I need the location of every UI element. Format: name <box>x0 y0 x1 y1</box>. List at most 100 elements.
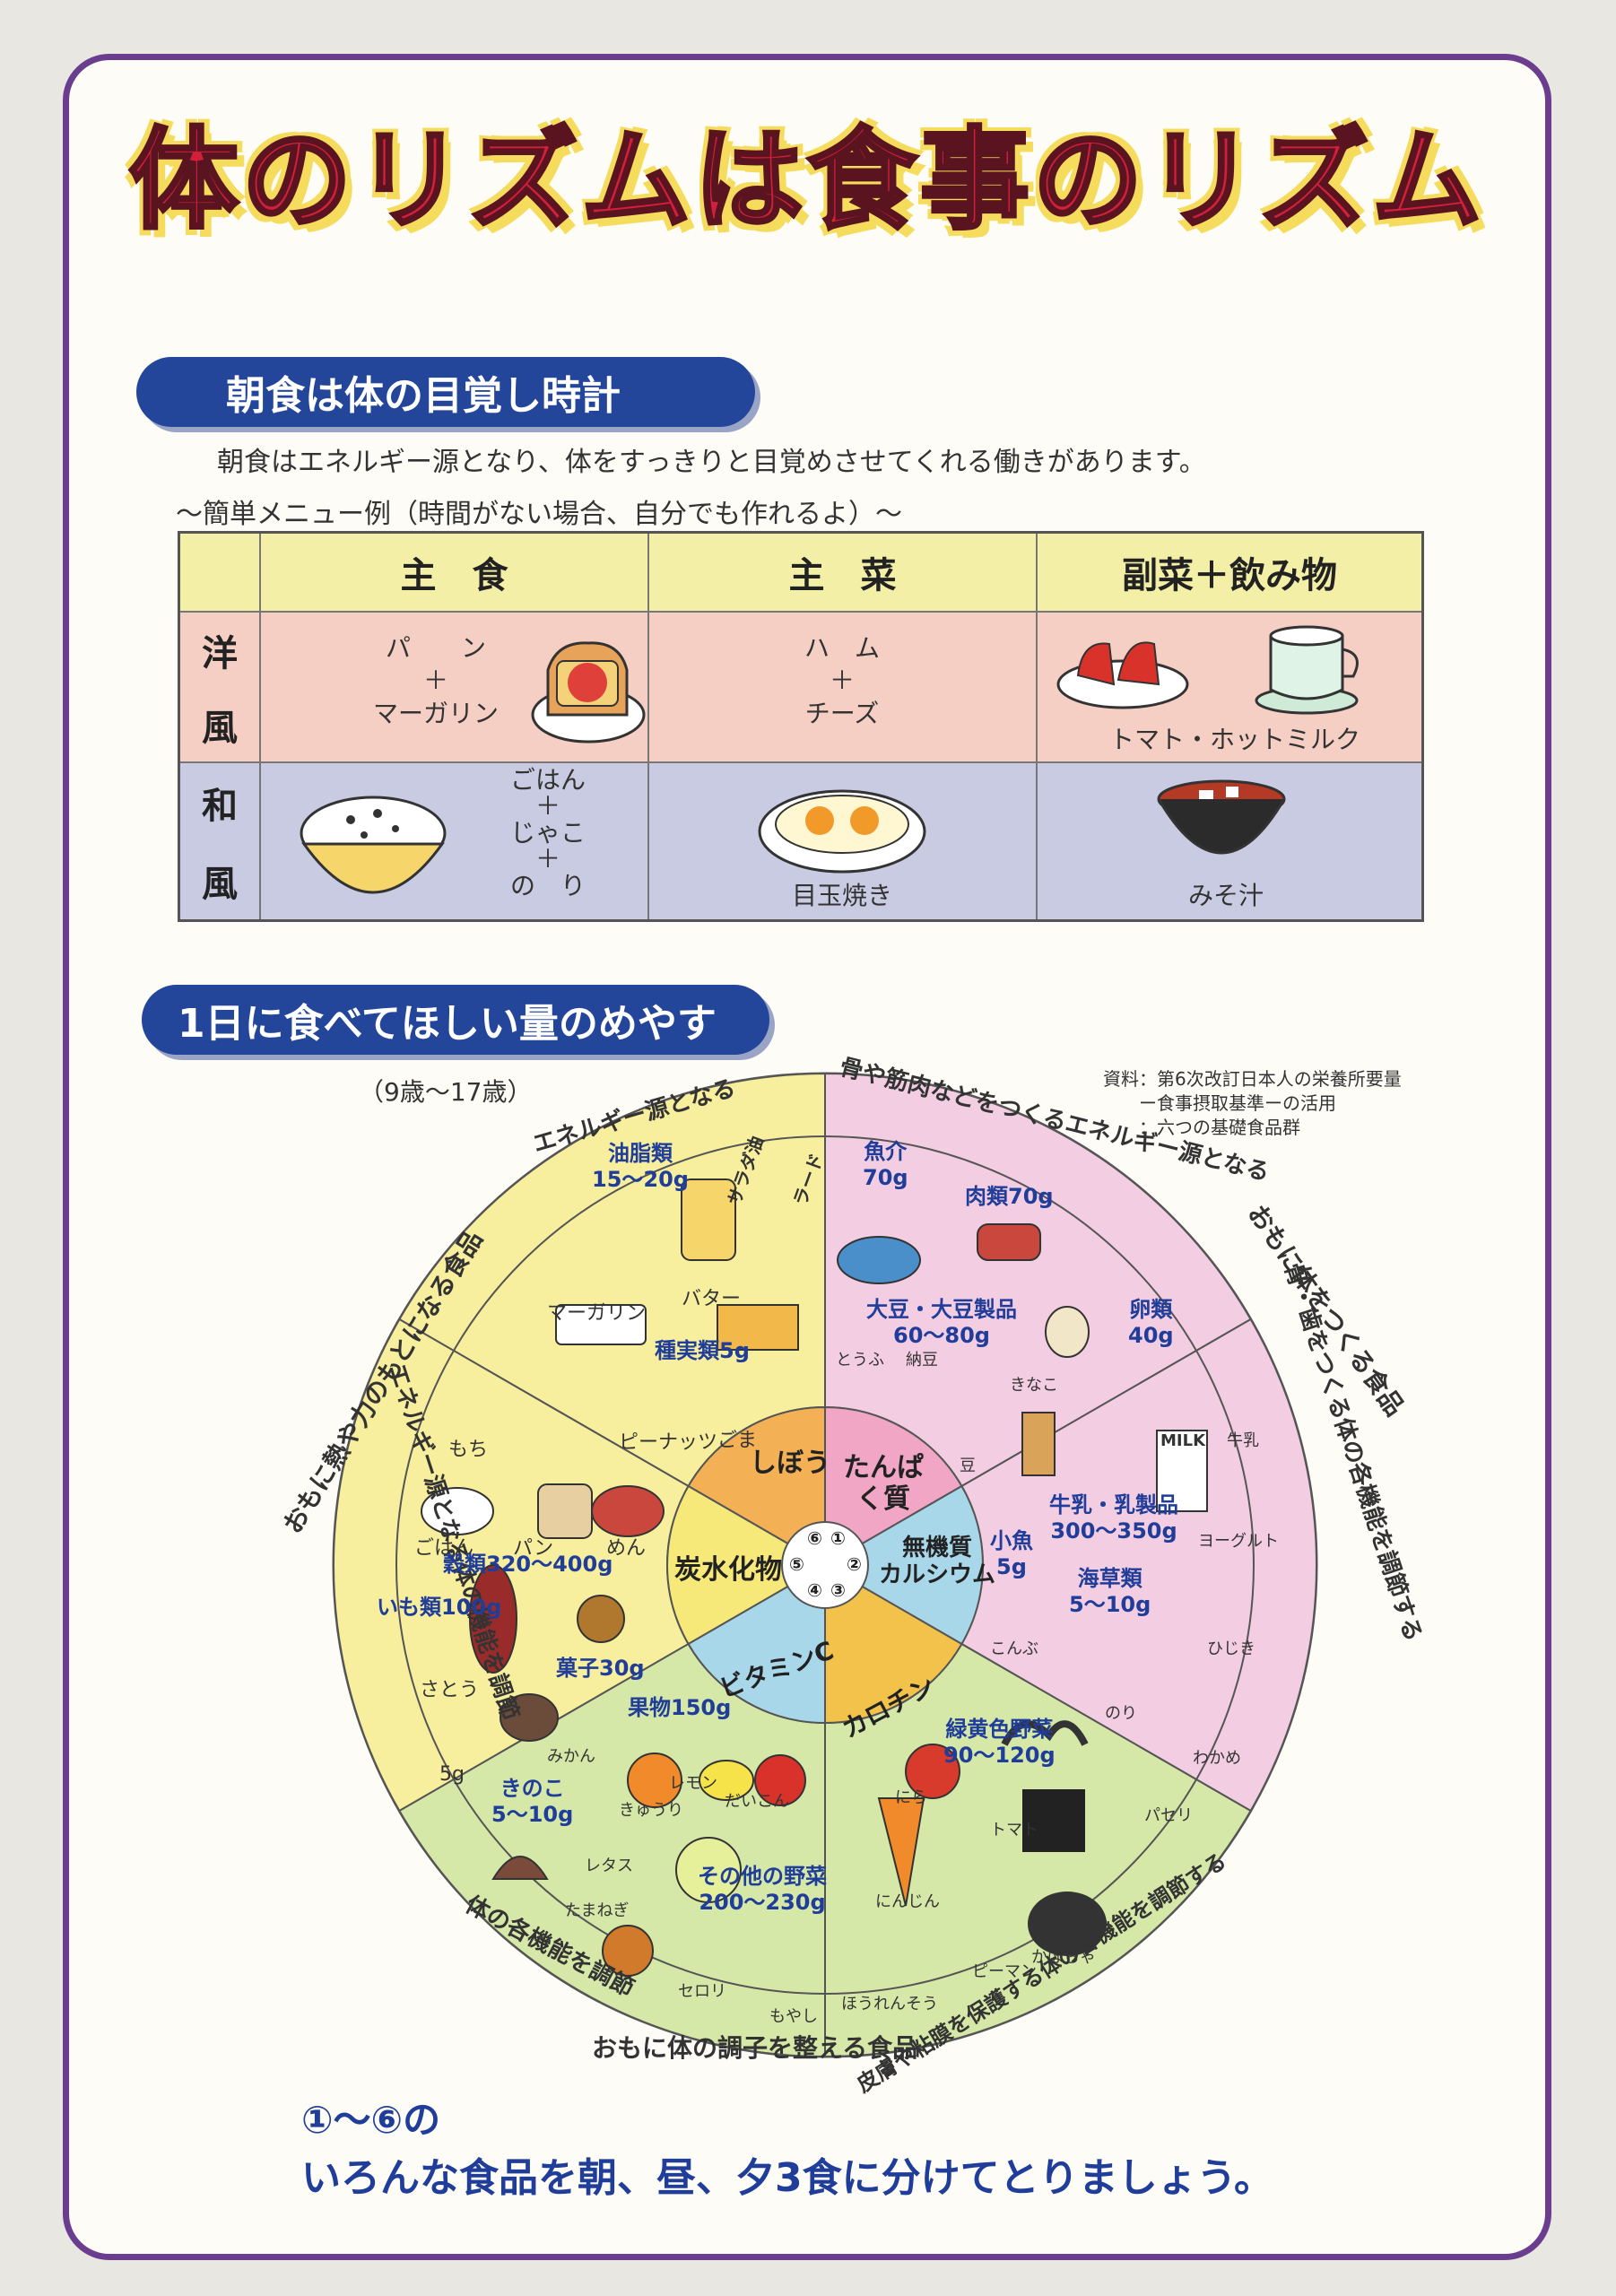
cell-western-main: ハ ム ＋ チーズ <box>649 613 1038 763</box>
label-other-veg: その他の野菜 200〜230g <box>698 1864 827 1915</box>
row-label-japanese-2: 風 <box>202 863 238 905</box>
japanese-main-text: 目玉焼き <box>791 881 892 910</box>
label-tofu: とうふ <box>836 1351 884 1370</box>
seaweed-icon <box>1001 1720 1089 1746</box>
cell-western-staple: パ ン ＋ マーガリン <box>261 613 649 763</box>
lemon-icon <box>699 1760 754 1801</box>
menu-table: 主 食 主 菜 副菜＋飲み物 洋 風 パ ン ＋ マーガリン ハ ム ＋ チーズ… <box>178 531 1424 922</box>
center-num-1: ① <box>830 1527 846 1549</box>
milk-cup-icon <box>1255 625 1359 715</box>
pumpkin-icon <box>1028 1892 1107 1956</box>
food-wheel <box>332 1072 1318 2058</box>
label-beans: 大豆・大豆製品 60〜80g <box>866 1297 1017 1348</box>
label-meat: 肉類70g <box>965 1184 1054 1209</box>
mikan-icon <box>627 1752 682 1808</box>
center-num-6: ⑥ <box>807 1527 822 1549</box>
meat-icon <box>977 1223 1041 1261</box>
breakfast-heading: 朝食は体の目覚し時計 <box>136 357 755 427</box>
label-carrot: にんじん <box>875 1892 940 1911</box>
label-potatoes: いも類100g <box>377 1595 502 1620</box>
center-num-5: ⑤ <box>789 1553 804 1575</box>
cell-japanese-main: 目玉焼き <box>649 763 1038 919</box>
footer-line-2: いろんな食品を朝、昼、夕3食に分けてとりましょう。 <box>301 2155 1273 2201</box>
label-sesame: ごま <box>717 1430 758 1452</box>
tomato-icon <box>1056 641 1189 709</box>
label-lemon: レモン <box>669 1774 717 1793</box>
sweets-icon <box>500 1693 559 1742</box>
lettuce-icon <box>675 1837 742 1903</box>
label-pumpkin: かぼちゃ <box>1031 1948 1096 1967</box>
label-sweets: 菓子30g <box>556 1656 645 1681</box>
tomato-veg-icon <box>905 1744 960 1799</box>
egg-icon <box>1045 1306 1090 1358</box>
rice-bowl-icon <box>300 796 447 894</box>
western-main-text: ハ ム ＋ チーズ <box>804 633 880 728</box>
label-sugar-amt: 5g <box>439 1763 465 1786</box>
row-label-western-1: 洋 <box>202 632 238 674</box>
table-corner <box>180 534 261 613</box>
butter-icon <box>717 1304 799 1351</box>
label-bean: 豆 <box>960 1457 976 1475</box>
source-note: 資料：第6次改訂日本人の栄養所要量 ー食事摂取基準ーの活用 ：六つの基礎食品群 <box>1103 1068 1402 1138</box>
label-cucumber: きゅうり <box>619 1801 683 1820</box>
label-butter: バター <box>682 1288 742 1310</box>
label-nuts: 種実類5g <box>655 1338 750 1363</box>
miso-soup-icon <box>1157 779 1286 855</box>
label-hijiki: ひじき <box>1207 1639 1255 1658</box>
label-dairy: 牛乳・乳製品 300〜350g <box>1049 1492 1178 1544</box>
cell-japanese-staple: ごはん ＋ じゃこ ＋ の り <box>261 763 649 919</box>
onion-icon <box>602 1925 654 1977</box>
label-nori: のり <box>1105 1704 1137 1723</box>
apple-icon <box>754 1754 806 1806</box>
mushroom-icon <box>491 1856 549 1880</box>
footer-line-1: ①〜⑥の <box>301 2098 441 2142</box>
label-chive: にら <box>895 1788 927 1807</box>
row-label-japanese-1: 和 <box>202 785 238 827</box>
salad-oil-icon <box>681 1178 736 1261</box>
center-mineral: 無機質 カルシウム <box>879 1535 996 1588</box>
label-pepper: ピーマン <box>972 1962 1037 1981</box>
label-wakame: わかめ <box>1193 1749 1241 1768</box>
sweet-potato-icon <box>469 1564 517 1674</box>
breakfast-description: 朝食はエネルギー源となり、体をすっきりと目覚めさせてくれる働きがあります。 <box>217 447 1206 478</box>
row-label-japanese: 和 風 <box>180 763 261 919</box>
center-protein: たんぱく質 <box>843 1452 924 1515</box>
label-margarine: マーガリン <box>547 1302 647 1325</box>
label-fruits: 果物150g <box>628 1695 732 1720</box>
row-label-western-2: 風 <box>202 707 238 749</box>
rice-icon <box>421 1487 494 1535</box>
fried-egg-icon <box>758 789 926 874</box>
sector-carb <box>332 1318 828 1813</box>
label-kombu: こんぶ <box>990 1639 1038 1658</box>
page-title: 体のリズムは食事のリズム <box>127 115 1485 246</box>
label-onion: たまねぎ <box>565 1901 630 1920</box>
label-bread: パン <box>513 1537 554 1560</box>
noodle-icon <box>591 1485 665 1537</box>
japanese-side-text: みそ汁 <box>1187 881 1264 910</box>
label-oils: 油脂類 15〜20g <box>592 1141 689 1192</box>
center-fat: しぼう <box>750 1448 830 1479</box>
label-parsley: パセリ <box>1144 1806 1193 1825</box>
label-mushrooms: きのこ 5〜10g <box>491 1776 574 1827</box>
bread-icon <box>537 1483 593 1539</box>
sector-vitc <box>398 1563 826 2058</box>
label-noodles: めん <box>606 1537 647 1560</box>
col-header-staple: 主 食 <box>261 534 649 613</box>
center-num-2: ② <box>847 1553 862 1575</box>
daily-heading: 1日に食べてほしい量のめやす <box>142 985 769 1055</box>
western-side-text: トマト・ホットミルク <box>1108 725 1360 754</box>
label-spinach: ほうれんそう <box>841 1995 938 2013</box>
label-milk: 牛乳 <box>1227 1431 1259 1450</box>
kinako-icon <box>1021 1412 1056 1476</box>
label-daikon: だいこん <box>725 1792 789 1811</box>
label-milk-carton: MILK <box>1160 1431 1206 1450</box>
fish-icon <box>837 1236 921 1284</box>
menu-caption: 〜簡単メニュー例（時間がない場合、自分でも作れるよ）〜 <box>176 499 902 530</box>
label-sprouts: もやし <box>769 2007 818 2026</box>
label-yogurt: ヨーグルト <box>1198 1532 1279 1551</box>
label-celery: セロリ <box>678 1982 726 2001</box>
col-header-side: 副菜＋飲み物 <box>1038 534 1421 613</box>
western-staple-text: パ ン ＋ マーガリン <box>372 633 499 728</box>
label-grains: 穀類320〜400g <box>443 1552 613 1577</box>
center-num-3: ③ <box>830 1579 846 1601</box>
